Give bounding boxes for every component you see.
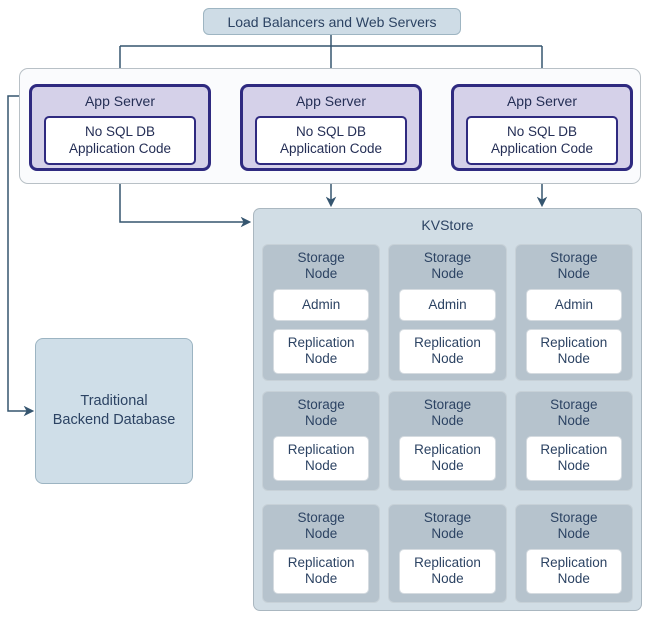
arrow-app-server-1-to-kvstore — [119, 170, 252, 228]
app-server-2-title: App Server — [295, 93, 367, 109]
app-server-2: App Server No SQL DB Application Code — [240, 84, 422, 171]
storage-node-8: Storage Node Replication Node — [388, 504, 507, 603]
storage-node-1: Storage Node Admin Replication Node — [262, 244, 381, 381]
app-server-3: App Server No SQL DB Application Code — [451, 84, 633, 171]
storage-node-9-replication: Replication Node — [525, 548, 622, 594]
load-balancers-box: Load Balancers and Web Servers — [203, 8, 461, 35]
storage-node-3-replication: Replication Node — [525, 328, 622, 374]
storage-node-1-title: Storage Node — [297, 250, 345, 282]
storage-node-6-title: Storage Node — [550, 397, 598, 429]
storage-node-2-admin: Admin — [399, 288, 496, 321]
load-balancers-label: Load Balancers and Web Servers — [227, 13, 437, 30]
app-server-1-code-box: No SQL DB Application Code — [44, 116, 196, 165]
storage-node-5-title: Storage Node — [423, 397, 472, 429]
storage-node-9-title: Storage Node — [550, 510, 598, 542]
kvstore-row-3: Storage Node Replication Node Storage No… — [262, 504, 633, 603]
storage-node-8-title: Storage Node — [423, 510, 472, 542]
storage-node-6: Storage Node Replication Node — [514, 391, 633, 491]
storage-node-2-title: Storage Node — [423, 250, 472, 282]
traditional-backend-database-box: Traditional Backend Database — [35, 338, 193, 484]
storage-node-4-replication: Replication Node — [273, 435, 370, 481]
kvstore-row-1: Storage Node Admin Replication Node Stor… — [262, 244, 633, 381]
storage-node-5: Storage Node Replication Node — [388, 391, 507, 491]
app-server-1-title: App Server — [84, 93, 156, 109]
storage-node-7-replication: Replication Node — [273, 548, 370, 594]
storage-node-5-replication: Replication Node — [399, 435, 496, 481]
kvstore-container: KVStore Storage Node Admin Replication N… — [253, 208, 642, 611]
storage-node-2: Storage Node Admin Replication Node — [388, 244, 507, 381]
kvstore-title: KVStore — [421, 217, 474, 233]
app-server-tier-container: App Server No SQL DB Application Code Ap… — [19, 68, 641, 184]
app-server-1: App Server No SQL DB Application Code — [29, 84, 211, 171]
storage-node-7-title: Storage Node — [297, 510, 345, 542]
app-server-3-title: App Server — [506, 93, 578, 109]
storage-node-9: Storage Node Replication Node — [514, 504, 633, 603]
arrow-app-server-1-to-backend-db — [7, 95, 35, 417]
app-server-3-code-box: No SQL DB Application Code — [466, 116, 618, 165]
storage-node-3: Storage Node Admin Replication Node — [514, 244, 633, 381]
storage-node-7: Storage Node Replication Node — [262, 504, 381, 603]
storage-node-4-title: Storage Node — [297, 397, 345, 429]
storage-node-6-replication: Replication Node — [525, 435, 622, 481]
kvstore-row-2: Storage Node Replication Node Storage No… — [262, 391, 633, 491]
app-server-2-code-box: No SQL DB Application Code — [255, 116, 407, 165]
storage-node-4: Storage Node Replication Node — [262, 391, 381, 491]
storage-node-8-replication: Replication Node — [399, 548, 496, 594]
storage-node-1-replication: Replication Node — [273, 328, 370, 374]
storage-node-3-title: Storage Node — [550, 250, 598, 282]
storage-node-3-admin: Admin — [525, 288, 622, 321]
storage-node-2-replication: Replication Node — [399, 328, 496, 374]
traditional-backend-database-label: Traditional Backend Database — [52, 393, 176, 428]
storage-node-1-admin: Admin — [273, 288, 370, 321]
